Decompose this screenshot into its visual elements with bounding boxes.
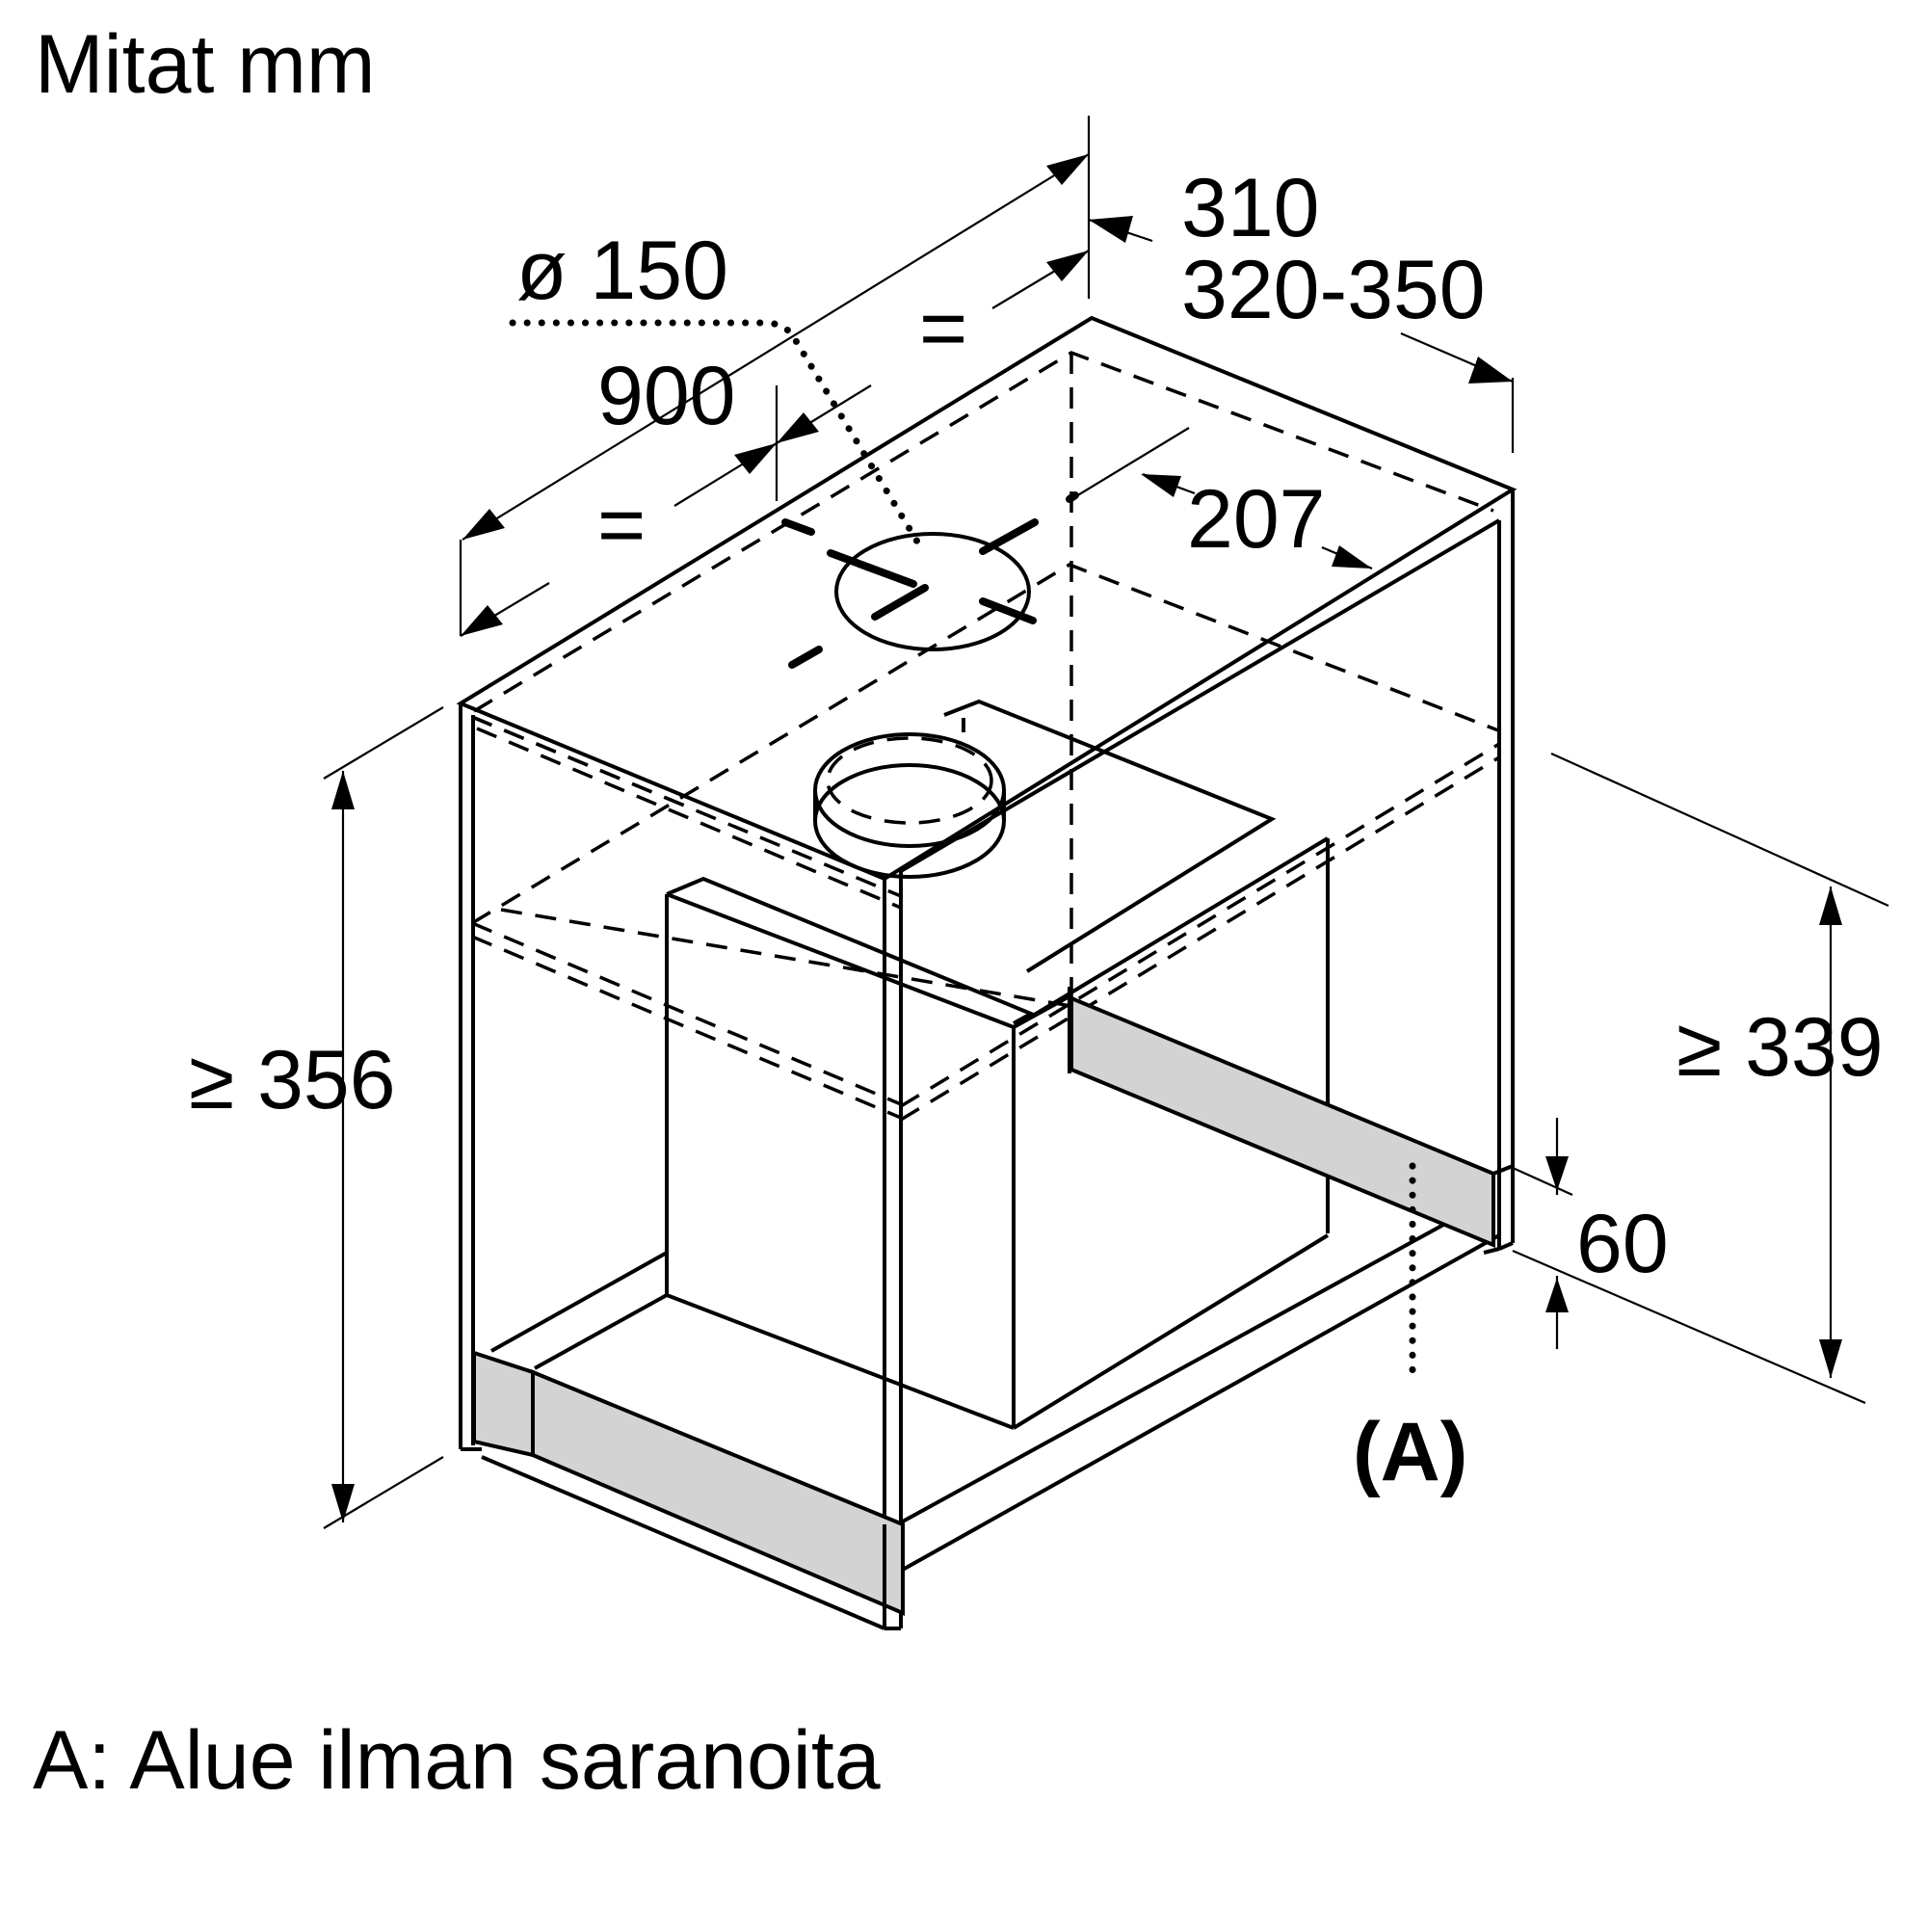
diagram-title: Mitat mm <box>35 18 376 111</box>
equal-mark-left: = <box>597 479 646 571</box>
duct-hole <box>834 532 1031 651</box>
diameter-label: ø 150 <box>516 225 728 317</box>
height-right-label: ≥ 339 <box>1676 1001 1884 1094</box>
cabinet-outline <box>456 315 1518 1630</box>
offset-label: 207 <box>1187 473 1326 566</box>
strip-height-label: 60 <box>1576 1198 1669 1290</box>
equal-mark-right: = <box>919 282 967 375</box>
dimension-lines <box>323 116 1889 1529</box>
footnote: A: Alue ilman saranoita <box>33 1714 881 1807</box>
width-label: 900 <box>597 350 736 442</box>
depth-cabinet-label: 320-350 <box>1181 244 1486 336</box>
zone-a-marker: (A) <box>1353 1406 1467 1498</box>
hood-body <box>490 699 1330 1430</box>
depth-unit-label: 310 <box>1181 162 1320 254</box>
hidden-lines <box>471 351 1500 1122</box>
shaded-strips <box>472 995 1514 1617</box>
duct-opening <box>509 319 1079 669</box>
hood-outlet-collar <box>813 732 1006 879</box>
height-left-label: ≥ 356 <box>189 1034 396 1126</box>
